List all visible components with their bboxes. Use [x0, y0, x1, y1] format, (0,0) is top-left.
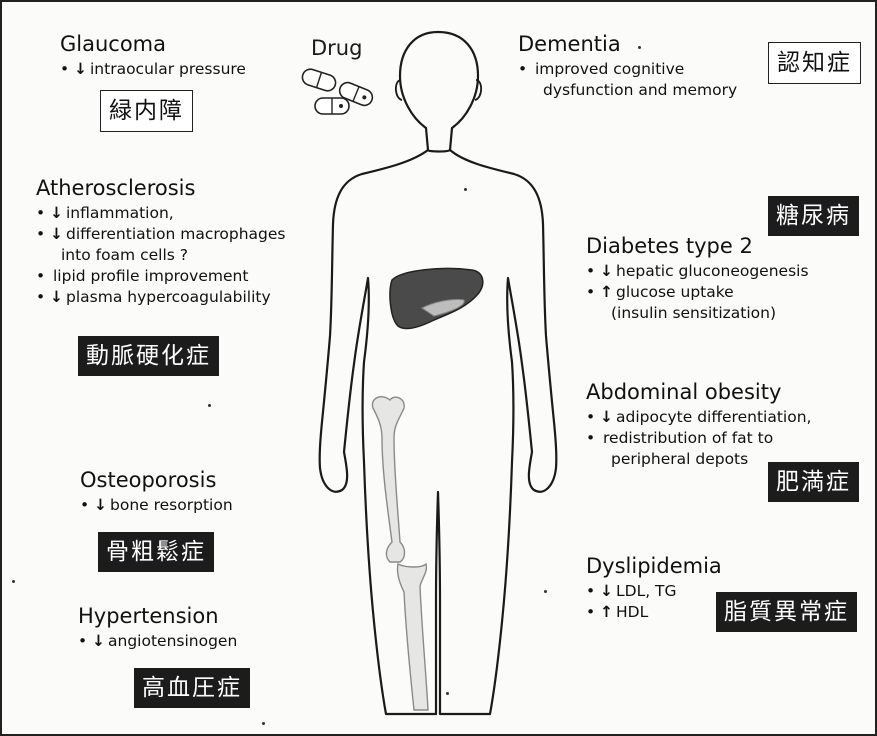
- scan-speck: [638, 46, 641, 49]
- diabetes-effect: ↑glucose uptake: [586, 282, 809, 303]
- dyslipidemia-block: Dyslipidemia ↓LDL, TG ↑HDL: [586, 554, 722, 623]
- scan-speck: [544, 590, 547, 593]
- atherosclerosis-block: Atherosclerosis ↓inflammation, ↓differen…: [36, 176, 286, 308]
- capsule-icon-3: [315, 98, 349, 114]
- hypertension-effects: ↓angiotensinogen: [78, 631, 237, 652]
- osteoporosis-kanji-label: 骨粗鬆症: [98, 532, 214, 572]
- diabetes-title: Diabetes type 2: [586, 234, 809, 258]
- osteoporosis-title: Osteoporosis: [80, 468, 233, 492]
- dementia-effects: improved cognitive dysfunction and memor…: [518, 59, 737, 101]
- osteoporosis-effect: ↓bone resorption: [80, 495, 233, 516]
- atherosclerosis-title: Atherosclerosis: [36, 176, 286, 200]
- diabetes-block: Diabetes type 2 ↓hepatic gluconeogenesis…: [586, 234, 809, 324]
- atherosclerosis-effect: into foam cells ?: [36, 245, 286, 266]
- diabetes-effect: ↓hepatic gluconeogenesis: [586, 261, 809, 282]
- obesity-kanji-label: 肥満症: [768, 462, 859, 502]
- dementia-effect: dysfunction and memory: [518, 80, 737, 101]
- diabetes-effect: (insulin sensitization): [586, 303, 809, 324]
- liver-organ: [390, 268, 483, 328]
- osteoporosis-block: Osteoporosis ↓bone resorption: [80, 468, 233, 516]
- obesity-effects: ↓adipocyte differentiation, redistributi…: [586, 407, 811, 470]
- atherosclerosis-kanji-label: 動脈硬化症: [78, 336, 219, 376]
- dyslipidemia-kanji-label: 脂質異常症: [716, 592, 857, 632]
- dyslipidemia-effects: ↓LDL, TG ↑HDL: [586, 581, 722, 623]
- diabetes-kanji-label: 糖尿病: [768, 196, 859, 236]
- atherosclerosis-effect: ↓inflammation,: [36, 203, 286, 224]
- capsule-icon-1: [300, 67, 337, 93]
- dementia-block: Dementia improved cognitive dysfunction …: [518, 32, 737, 101]
- dementia-effect: improved cognitive: [518, 59, 737, 80]
- tibia-bone: [397, 564, 428, 710]
- drug-label: Drug: [311, 36, 362, 60]
- scan-speck: [446, 692, 449, 695]
- atherosclerosis-effect: ↓plasma hypercoagulability: [36, 287, 286, 308]
- obesity-effect: ↓adipocyte differentiation,: [586, 407, 811, 428]
- glaucoma-kanji-label: 緑内障: [100, 90, 193, 132]
- dementia-kanji-label: 認知症: [768, 42, 861, 84]
- atherosclerosis-effects: ↓inflammation, ↓differentiation macropha…: [36, 203, 286, 308]
- obesity-title: Abdominal obesity: [586, 380, 811, 404]
- hypertension-kanji-label: 高血圧症: [134, 668, 250, 708]
- dementia-title: Dementia: [518, 32, 737, 56]
- scan-speck: [208, 404, 211, 407]
- scan-speck: [12, 580, 15, 583]
- scan-speck: [464, 188, 467, 191]
- glaucoma-effects: ↓intraocular pressure: [60, 59, 246, 80]
- femur-bone: [372, 397, 404, 562]
- hypertension-effect: ↓angiotensinogen: [78, 631, 237, 652]
- diabetes-effects: ↓hepatic gluconeogenesis ↑glucose uptake…: [586, 261, 809, 324]
- scan-speck: [262, 722, 265, 725]
- head-outline: [400, 32, 478, 152]
- glaucoma-block: Glaucoma ↓intraocular pressure: [60, 32, 246, 80]
- dyslipidemia-effect: ↓LDL, TG: [586, 581, 722, 602]
- glaucoma-effect: ↓intraocular pressure: [60, 59, 246, 80]
- dyslipidemia-title: Dyslipidemia: [586, 554, 722, 578]
- atherosclerosis-effect: lipid profile improvement: [36, 266, 286, 287]
- obesity-effect: redistribution of fat to: [586, 428, 811, 449]
- glaucoma-title: Glaucoma: [60, 32, 246, 56]
- atherosclerosis-effect: ↓differentiation macrophages: [36, 224, 286, 245]
- obesity-block: Abdominal obesity ↓adipocyte differentia…: [586, 380, 811, 470]
- hypertension-title: Hypertension: [78, 604, 237, 628]
- hypertension-block: Hypertension ↓angiotensinogen: [78, 604, 237, 652]
- body-outline: [320, 150, 557, 714]
- osteoporosis-effects: ↓bone resorption: [80, 495, 233, 516]
- dyslipidemia-effect: ↑HDL: [586, 602, 722, 623]
